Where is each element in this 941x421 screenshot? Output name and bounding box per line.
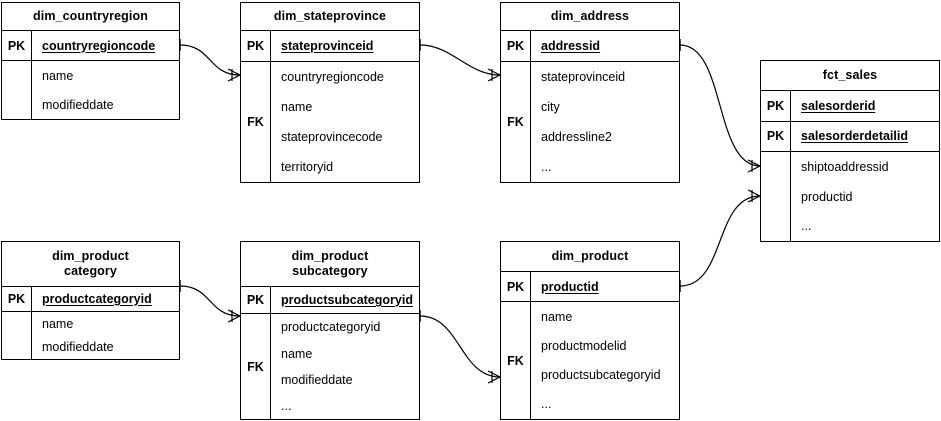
- attribute-productsubcategoryid[interactable]: productsubcategoryid: [281, 293, 413, 308]
- attribute-shiptoaddressid[interactable]: shiptoaddressid: [801, 159, 889, 174]
- attribute-productcategoryid[interactable]: productcategoryid: [281, 320, 381, 335]
- attribute-countryregioncode[interactable]: countryregioncode: [281, 70, 384, 84]
- entity-title: dim_product subcategory: [241, 242, 419, 287]
- attribute-name[interactable]: name: [281, 100, 313, 114]
- attribute-group: PK salesorderdetailid: [761, 120, 939, 152]
- attribute-salesorderdetailid[interactable]: salesorderdetailid: [801, 129, 908, 144]
- relationship-productcategory-subcategory: [179, 280, 241, 323]
- key-label-fk: FK: [501, 62, 531, 182]
- attribute-territoryid[interactable]: territoryid: [281, 160, 334, 174]
- attribute-group: PK stateprovinceid: [241, 31, 419, 61]
- attribute-group: PK productcategoryid: [2, 287, 179, 311]
- attribute-group: PK salesorderid: [761, 91, 939, 121]
- key-label-pk: PK: [241, 287, 271, 314]
- key-label-none: [2, 61, 32, 119]
- attribute-salesorderid[interactable]: salesorderid: [801, 98, 876, 113]
- attribute-group: PK productsubcategoryid: [241, 287, 419, 314]
- attribute-name[interactable]: name: [42, 316, 74, 331]
- relationship-address-sales: [679, 39, 761, 173]
- key-label-pk: PK: [761, 121, 791, 152]
- attribute-group: FK name productmodelid productsubcategoryid…: [501, 301, 679, 419]
- attribute-name[interactable]: name: [42, 68, 74, 83]
- attribute-ellipsisellipsisellipsis[interactable]: ...: [541, 160, 552, 174]
- attribute-productmodelid[interactable]: productmodelid: [541, 339, 627, 353]
- attribute-ellipsisellipsisellipsis[interactable]: ...: [541, 397, 552, 412]
- relationship-subcategory-product: [419, 310, 501, 384]
- key-label-none: [761, 152, 791, 241]
- key-label-pk: PK: [241, 31, 271, 61]
- relationship-countryregion-stateprovince: [179, 39, 241, 82]
- attribute-group: name modifieddate: [2, 60, 179, 119]
- attribute-group: FK countryregioncode name stateprovincecode…: [241, 61, 419, 182]
- attribute-ellipsisellipsisellipsis[interactable]: ...: [801, 219, 812, 234]
- key-label-pk: PK: [761, 91, 791, 121]
- key-label-fk: FK: [501, 302, 531, 419]
- key-label-fk: FK: [241, 314, 271, 419]
- attribute-group: shiptoaddressid productid...: [761, 151, 939, 241]
- attribute-modifieddate[interactable]: modifieddate: [281, 372, 353, 387]
- entity-title: dim_countryregion: [2, 3, 179, 31]
- entity-title: dim_product category: [2, 242, 179, 287]
- key-label-fk: FK: [241, 62, 271, 182]
- attribute-group: PK addressid: [501, 31, 679, 61]
- entity-title: dim_address: [501, 3, 679, 31]
- attribute-addressid[interactable]: addressid: [541, 39, 601, 53]
- key-label-pk: PK: [2, 31, 32, 60]
- attribute-stateprovinceid[interactable]: stateprovinceid: [541, 70, 626, 84]
- entity-title: dim_stateprovince: [241, 3, 419, 31]
- attribute-addressline2[interactable]: addressline2: [541, 130, 612, 144]
- relationship-stateprovince-address: [419, 39, 501, 82]
- attribute-group: FK stateprovinceid city addressline2...: [501, 61, 679, 182]
- attribute-group: FK productcategoryid name modifieddate...: [241, 313, 419, 419]
- attribute-productid[interactable]: productid: [541, 279, 599, 294]
- attribute-productid[interactable]: productid: [801, 189, 853, 204]
- entity-title: fct_sales: [761, 61, 939, 91]
- attribute-group: name modifieddate: [2, 310, 179, 359]
- relationship-product-sales: [679, 189, 761, 292]
- attribute-group: PK productid: [501, 272, 679, 302]
- attribute-name[interactable]: name: [541, 309, 573, 324]
- attribute-stateprovinceid[interactable]: stateprovinceid: [281, 39, 374, 53]
- attribute-city[interactable]: city: [541, 100, 560, 114]
- attribute-ellipsisellipsisellipsis[interactable]: ...: [281, 398, 292, 413]
- key-label-none: [2, 311, 32, 359]
- attribute-modifieddate[interactable]: modifieddate: [42, 340, 114, 355]
- attribute-group: PK countryregioncode: [2, 31, 179, 60]
- attribute-productcategoryid[interactable]: productcategoryid: [42, 291, 152, 306]
- attribute-name[interactable]: name: [281, 346, 313, 361]
- key-label-pk: PK: [501, 31, 531, 61]
- attribute-productsubcategoryid[interactable]: productsubcategoryid: [541, 368, 661, 383]
- attribute-countryregioncode[interactable]: countryregioncode: [42, 38, 156, 53]
- attribute-modifieddate[interactable]: modifieddate: [42, 97, 114, 112]
- entity-title: dim_product: [501, 242, 679, 272]
- key-label-pk: PK: [501, 272, 531, 302]
- attribute-stateprovincecode[interactable]: stateprovincecode: [281, 130, 383, 144]
- key-label-pk: PK: [2, 287, 32, 311]
